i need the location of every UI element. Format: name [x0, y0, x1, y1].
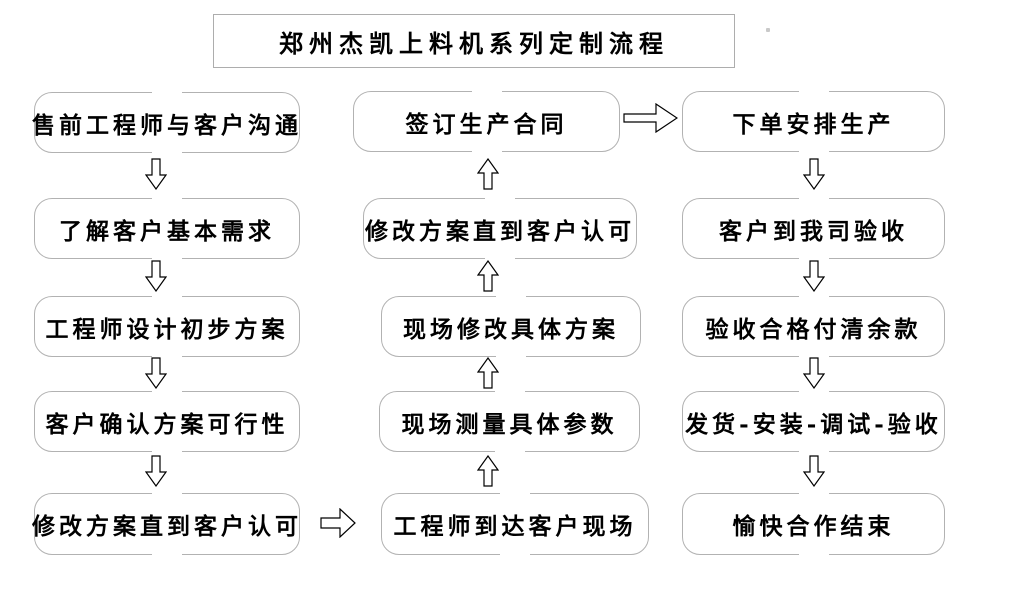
flow-box-revise-until-approved-middle: 修改方案直到客户认可	[363, 198, 637, 259]
arrow-down-icon	[803, 260, 825, 292]
title-box: 郑州杰凯上料机系列定制流程	[213, 14, 735, 68]
arrow-right-icon	[320, 508, 356, 538]
arrow-up-icon	[477, 158, 499, 190]
flow-box-ship-install-debug: 发货-安装-调试-验收	[682, 391, 945, 452]
arrow-down-icon	[803, 357, 825, 389]
arrow-down-icon	[145, 260, 167, 292]
stray-dot	[766, 28, 770, 32]
page-title: 郑州杰凯上料机系列定制流程	[279, 28, 669, 58]
flow-box-revise-until-approved-left: 修改方案直到客户认可	[32, 493, 300, 555]
arrow-down-icon	[803, 158, 825, 190]
arrow-up-icon	[477, 455, 499, 487]
arrow-down-icon	[803, 455, 825, 487]
flow-box-customer-acceptance: 客户到我司验收	[682, 198, 945, 259]
flow-box-engineer-arrives-site: 工程师到达客户现场	[381, 493, 649, 555]
flow-box-presale-communication: 售前工程师与客户沟通	[32, 92, 300, 153]
arrow-right-icon	[623, 103, 678, 133]
flow-box-order-production: 下单安排生产	[682, 91, 945, 152]
arrow-down-icon	[145, 455, 167, 487]
flow-box-sign-contract: 签订生产合同	[353, 91, 620, 152]
flow-box-design-draft: 工程师设计初步方案	[34, 296, 300, 357]
flow-box-happy-cooperation-end: 愉快合作结束	[682, 493, 945, 555]
arrow-up-icon	[477, 260, 499, 292]
flow-box-pay-balance: 验收合格付清余款	[682, 296, 945, 357]
flow-box-understand-needs: 了解客户基本需求	[34, 198, 300, 259]
arrow-down-icon	[145, 357, 167, 389]
arrow-up-icon	[477, 357, 499, 389]
flow-box-onsite-modify-plan: 现场修改具体方案	[381, 296, 641, 357]
flow-box-onsite-measure-params: 现场测量具体参数	[379, 391, 640, 452]
flow-box-confirm-feasibility: 客户确认方案可行性	[34, 391, 300, 452]
arrow-down-icon	[145, 158, 167, 190]
